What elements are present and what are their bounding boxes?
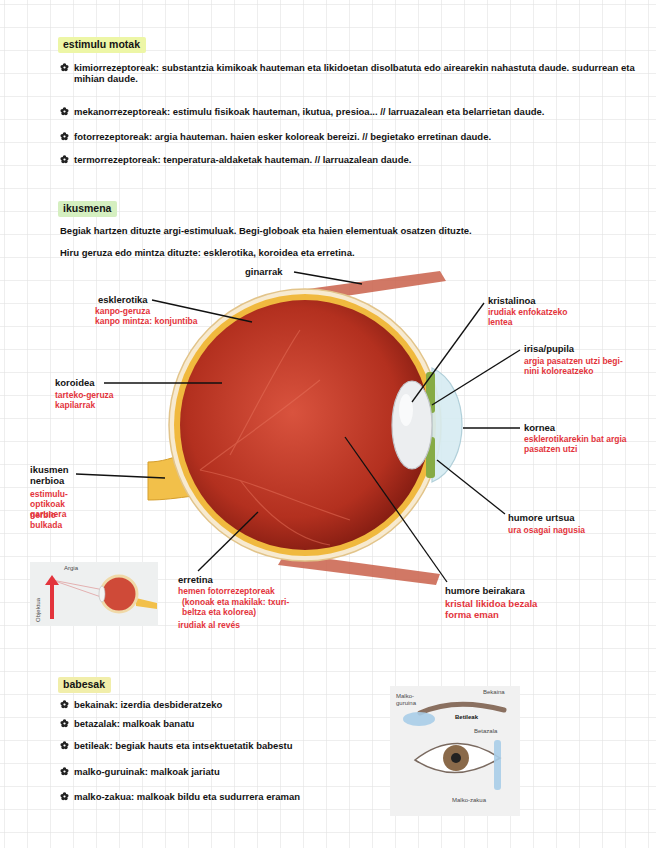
choroid (174, 294, 436, 556)
part-note: nerbio bulkada (30, 510, 82, 530)
body-text: Hiru geruza edo mintza dituzte: esklerot… (60, 247, 650, 258)
bullet-text: malko-guruinak: malkoak jariatu (74, 766, 220, 777)
part-name: humore beirakara (445, 585, 525, 596)
leader-lines (76, 272, 520, 582)
part-note: irudiak al revés (178, 620, 240, 630)
heading-highlight: estimulu motak (58, 37, 146, 53)
bullet-text: betileak: begiak hauts eta intsektuetati… (74, 740, 293, 751)
part-note: hemen fotorrezeptoreak (178, 586, 275, 596)
inset-label: Betazala (474, 728, 497, 735)
inset-label: Betileak (455, 714, 478, 721)
sclera (169, 289, 441, 561)
part-name: ginarrak (245, 266, 283, 277)
bullet-text: kimiorrezeptoreak: substantzia kimikoak … (74, 62, 649, 84)
part-note: kanpo-geruza (95, 306, 150, 316)
lens (392, 381, 432, 469)
bullet-text: mekanorrezeptoreak: estimulu fisikoak ha… (74, 106, 649, 117)
bullet-text: termorrezeptoreak: tenperatura-aldaketak… (74, 154, 649, 165)
inset-eye (30, 562, 158, 626)
inset-ground (390, 686, 520, 816)
part-name: humore urtsua (508, 512, 575, 523)
part-name: erretina (178, 574, 213, 585)
inset-face (390, 686, 520, 816)
part-name: koroidea (55, 377, 95, 388)
part-note: tarteko-geruza (55, 390, 114, 400)
inset-label: Argia (64, 565, 78, 572)
inset-ground (30, 562, 158, 626)
body-text: Begiak hartzen dituzte argi-estimuluak. … (60, 225, 650, 236)
inset-label: Objektua (35, 598, 42, 622)
part-name: irisa/pupila (524, 343, 574, 354)
bullet-text: fotorrezeptoreak: argia hauteman. haien … (74, 131, 649, 142)
part-note: argia pasatzen utzi begi-nini koloreatze… (524, 356, 624, 376)
part-note: esklerotikarekin bat argia pasatzen utzi (524, 434, 649, 454)
section-heading: babesak (63, 678, 106, 691)
veins (200, 330, 350, 545)
part-name: kornea (524, 422, 555, 433)
inset-label: Bekaina (483, 689, 505, 696)
bullet-text: betazalak: malkoak banatu (74, 718, 194, 729)
section-heading: estimulu motak (63, 38, 141, 51)
bullet-text: malko-zakua: malkoak bildu eta sudurrera… (74, 791, 300, 802)
heading-highlight: ikusmena (58, 201, 117, 217)
part-name: ikusmen nerbioa (30, 464, 92, 486)
inset-label: Malko-zakua (452, 797, 486, 804)
heading-highlight: babesak (58, 677, 111, 693)
part-note: kanpo mintza: konjuntiba (95, 316, 197, 326)
part-note: irudiak enfokatzeko lentea (488, 307, 576, 327)
lens-shine (399, 394, 413, 426)
cornea (432, 368, 462, 482)
section-heading: ikusmena (63, 202, 112, 215)
part-note: ura osagai nagusia (508, 525, 585, 535)
part-note: (konoak eta makilak: txuri-beltza eta ko… (182, 597, 297, 617)
bullet-text: bekainak: izerdia desbideratzeko (74, 699, 222, 710)
part-note: kapilarrak (55, 400, 95, 410)
part-note: kristal likidoa bezala forma eman (445, 598, 555, 620)
part-name: esklerotika (98, 294, 148, 305)
inset-label: Malko-guruina (396, 693, 428, 707)
part-name: kristalinoa (488, 295, 536, 306)
